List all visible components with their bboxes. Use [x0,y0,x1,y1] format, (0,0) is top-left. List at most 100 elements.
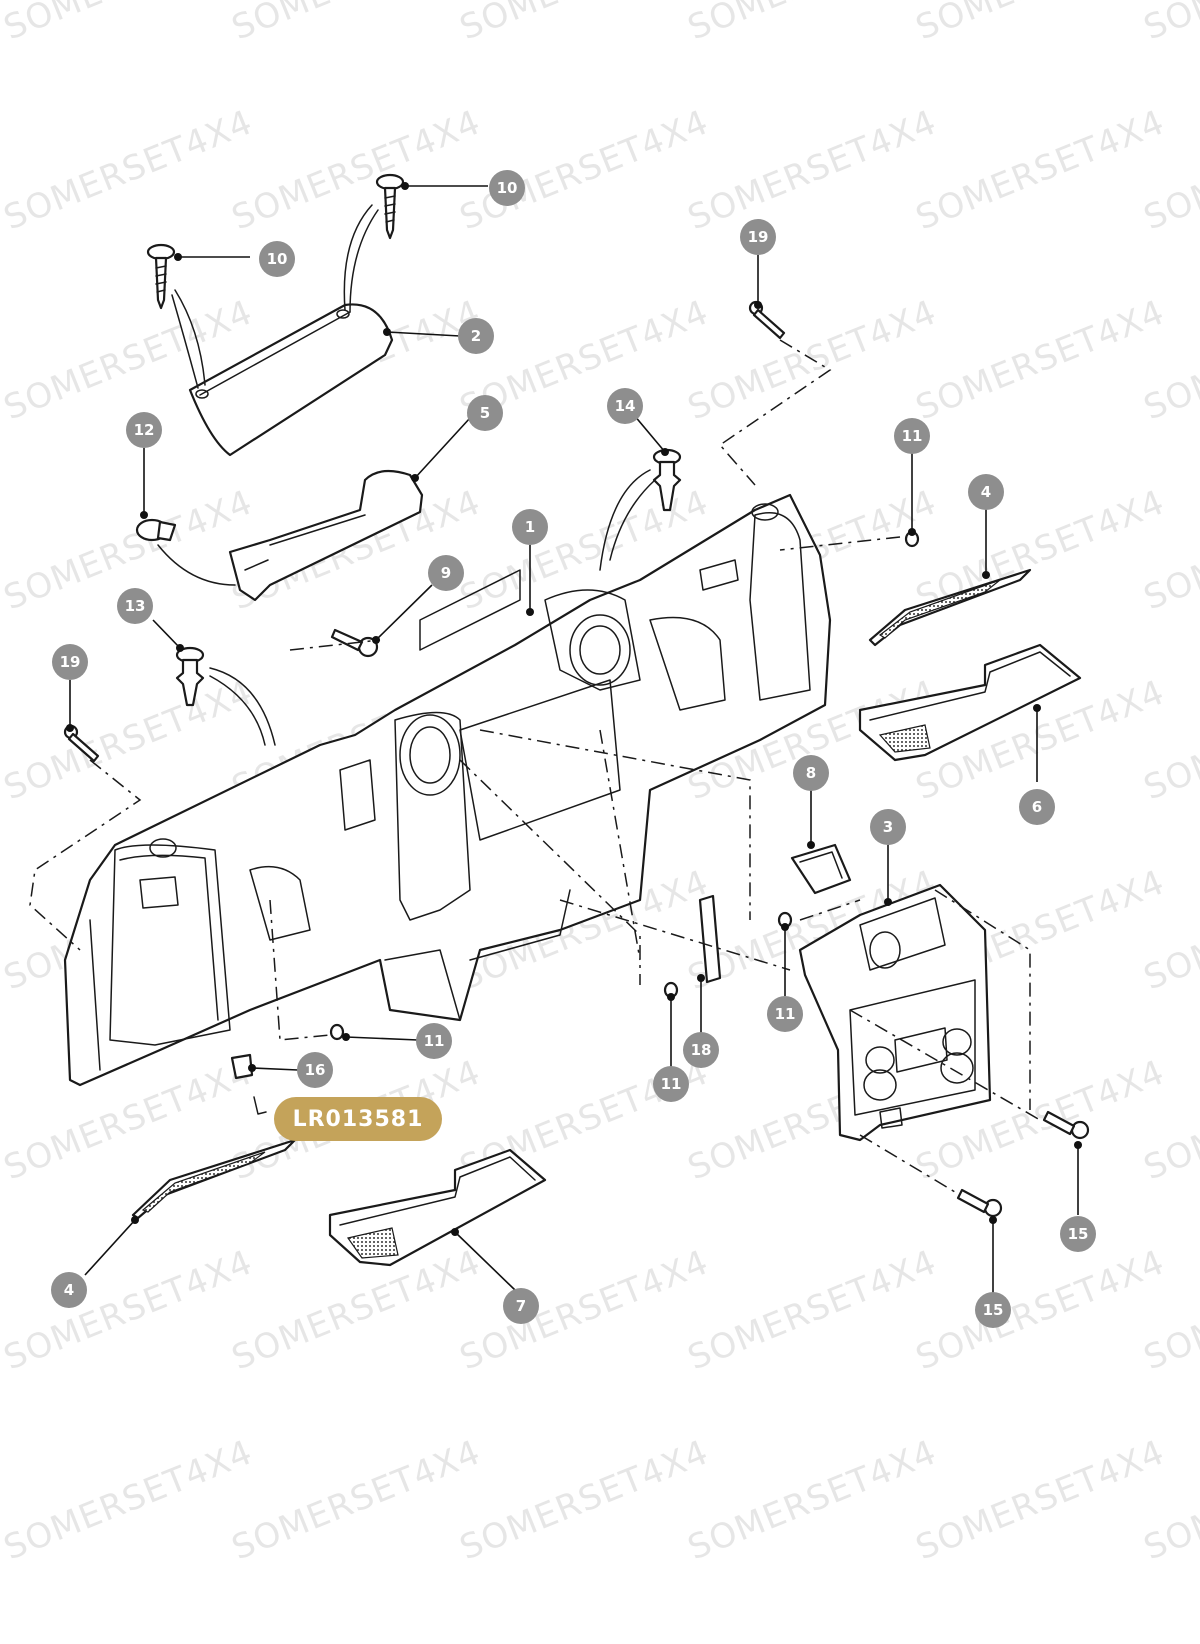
part-3-centre-fascia [798,883,992,1142]
watermark-text: SOMERSET4X4 [0,102,258,238]
watermark-text: SOMERSET4X4 [454,0,714,48]
callout-13: 13 [117,588,153,624]
svg-text:7: 7 [516,1297,526,1315]
callout-15-lower: 15 [975,1292,1011,1328]
watermark-text: SOMERSET4X4 [682,292,942,428]
watermark-text: SOMERSET4X4 [454,1242,714,1378]
part-7-lower-shelf-left [328,1148,547,1267]
fixing-arc [209,667,276,746]
watermark-text: SOMERSET4X4 [682,1432,942,1568]
svg-text:5: 5 [480,404,490,422]
svg-text:9: 9 [441,564,451,582]
part-11-clip-d [329,1023,345,1041]
callout-11-bottom: 11 [653,1066,689,1102]
svg-text:6: 6 [1032,798,1042,816]
callout-2: 2 [458,318,494,354]
watermark-text: SOMERSET4X4 [910,102,1170,238]
svg-text:4: 4 [981,483,991,501]
callout-7: 7 [503,1288,539,1324]
watermark-text: SOMERSET4X4 [454,102,714,238]
callout-12: 12 [126,412,162,448]
part-13-push-clip [175,646,205,707]
svg-text:19: 19 [60,653,81,671]
svg-text:11: 11 [902,427,923,445]
part-4-vent-right [868,568,1032,647]
fixing-arc [157,544,236,586]
svg-text:16: 16 [305,1061,326,1079]
callout-18: 18 [683,1032,719,1068]
watermark-text: SOMERSET4X4 [682,1242,942,1378]
watermark-text: SOMERSET4X4 [454,1432,714,1568]
part-10-screw-left [146,243,176,310]
svg-text:11: 11 [424,1032,445,1050]
callout-14: 14 [607,388,643,424]
callout-15-upper: 15 [1060,1216,1096,1252]
callout-4-right: 4 [968,474,1004,510]
part-8-bracket [790,843,852,895]
watermark-text: SOMERSET4X4 [682,102,942,238]
callout-10-right: 10 [489,170,525,206]
svg-text:11: 11 [775,1005,796,1023]
watermark-text: SOMERSET4X4 [910,1432,1170,1568]
part-15-screw-lower [956,1188,1003,1218]
callout-11-mid: 11 [767,996,803,1032]
callout-11-left: 11 [416,1023,452,1059]
fixing-arc [174,289,206,386]
svg-text:15: 15 [983,1301,1004,1319]
fixing-arc [171,294,199,389]
watermark-text: SOMERSET4X4 [226,102,486,238]
part-4-vent-left [131,1138,297,1220]
fixing-arc [209,675,266,746]
leader-lines [66,182,1082,1293]
watermark-text: SOMERSET4X4 [1138,0,1200,48]
callout-19-left: 19 [52,644,88,680]
svg-text:10: 10 [267,250,288,268]
svg-text:19: 19 [748,228,769,246]
fixing-arc [599,469,651,571]
callout-3: 3 [870,809,906,845]
watermark-text: SOMERSET4X4 [226,1242,486,1378]
watermark-text: SOMERSET4X4 [0,0,258,48]
part-12-clip [135,518,177,542]
watermark-text: SOMERSET4X4 [0,672,258,808]
callout-9: 9 [428,555,464,591]
callout-4-left: 4 [51,1272,87,1308]
watermark-text: SOMERSET4X4 [910,0,1170,48]
svg-text:8: 8 [806,764,816,782]
svg-text:10: 10 [497,179,518,197]
watermark-text: SOMERSET4X4 [0,1242,258,1378]
part-5-grab-handle [228,469,424,602]
svg-text:14: 14 [615,397,636,415]
svg-text:4: 4 [64,1281,74,1299]
part-9-screw [330,628,379,658]
watermark-text: SOMERSET4X4 [226,0,486,48]
watermark-text: SOMERSET4X4 [910,1242,1170,1378]
fixing-arc [343,204,373,311]
svg-text:15: 15 [1068,1225,1089,1243]
svg-text:11: 11 [661,1075,682,1093]
assembly-dashed-lines [29,339,1041,1196]
watermark-text: SOMERSET4X4 [910,292,1170,428]
callout-8: 8 [793,755,829,791]
watermark-text: SOMERSET4X4 [682,0,942,48]
callout-19-top: 19 [740,219,776,255]
part-number-badge: LR013581 [274,1097,442,1141]
part-10-screw-right [375,173,405,240]
part-16-clip [230,1053,267,1115]
svg-text:13: 13 [125,597,146,615]
callout-16: 16 [297,1052,333,1088]
callout-1: 1 [512,509,548,545]
part-1-dashboard-body [63,493,832,1087]
part-14-push-clip [652,448,682,512]
svg-text:1: 1 [525,518,535,536]
watermark-text: SOMERSET4X4 [226,1432,486,1568]
part-6-lower-shelf-right [858,643,1082,762]
svg-text:2: 2 [471,327,481,345]
fixing-arc [349,209,379,313]
callout-6: 6 [1019,789,1055,825]
watermark-text: SOMERSET4X4 [0,1432,258,1568]
part-18-trim-strip [698,894,722,984]
callout-10-left: 10 [259,241,295,277]
